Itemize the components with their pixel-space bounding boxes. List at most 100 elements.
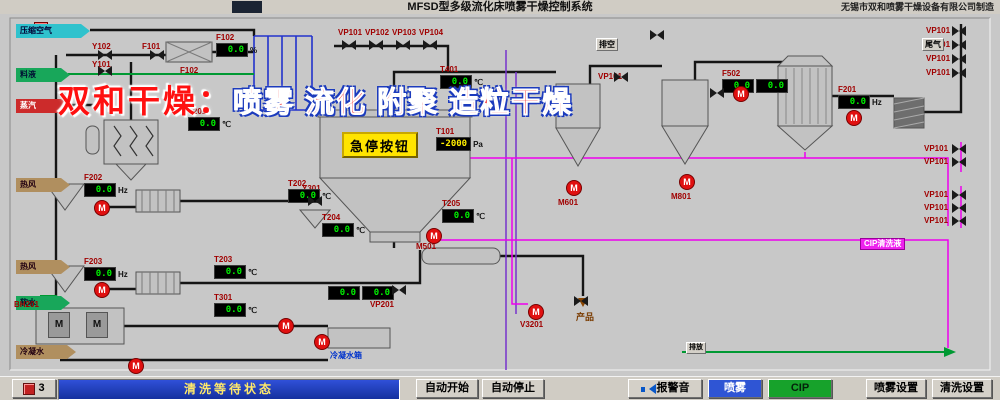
pump-bottom-1[interactable]: M (278, 318, 294, 334)
pipe-violet (505, 50, 517, 370)
valve-vp-top-1-icon[interactable] (342, 40, 356, 50)
flow-arrow-compressed-air: 压缩空气 (16, 24, 90, 38)
valve-right-top-2-icon[interactable] (952, 40, 966, 50)
pump-m801[interactable]: M (679, 174, 695, 190)
condenser-top (776, 55, 834, 67)
pump-f502[interactable]: M (733, 86, 749, 102)
valve-y301-icon[interactable] (308, 196, 322, 206)
valve-label-right-low-2: VP101 (924, 203, 949, 212)
page-grid-icon (23, 382, 36, 395)
drain-label: 排放 (686, 342, 706, 354)
valve-y101-icon[interactable] (98, 66, 112, 76)
display-t401: T401 0.0℃ (440, 65, 483, 89)
pump-label-m501: M501 (416, 242, 437, 251)
page-number: 3 (38, 382, 45, 394)
display-t101-value: -2000 (436, 137, 472, 151)
pump-label-v3201: V3201 (520, 320, 544, 329)
display-f502: F502 0.0 0.0 (722, 70, 788, 93)
emergency-stop-button[interactable]: 急停按钮 (342, 132, 418, 158)
piping-and-equipment-svg (9, 17, 991, 371)
valve-label-vp-top-3: VP103 (392, 28, 417, 37)
valve-y102-icon[interactable] (98, 50, 112, 60)
flow-arrow-condensate: 冷凝水 (16, 345, 76, 359)
valve-right-mid-1-icon[interactable] (952, 144, 966, 154)
display-t201-value: 0.0 (188, 117, 220, 131)
spray-button[interactable]: 喷雾 (708, 379, 762, 398)
pump-condensate[interactable]: M (128, 358, 144, 374)
condenser-cone (776, 125, 834, 151)
green-flow-arrowhead (944, 347, 956, 357)
title-bar: MFSD型多级流化床喷雾干燥控制系统 无锡市双和喷雾干燥设备有限公司制造 (0, 0, 1000, 14)
valve-label-vent: VP101 (598, 72, 623, 81)
valve-f101-icon[interactable] (150, 50, 164, 60)
vent-label: 排空 (596, 38, 618, 51)
flow-arrow-hot-air-2: 热风 (16, 260, 70, 274)
valve-right-top-4-icon[interactable] (952, 68, 966, 78)
display-t203-value: 0.0 (214, 265, 246, 279)
exhaust-filter (893, 97, 925, 129)
page-number-button[interactable]: 3 (12, 379, 56, 398)
valve-label-right-top-4: VP101 (926, 68, 951, 77)
cip-button[interactable]: CIP (768, 379, 832, 398)
auto-start-button[interactable]: 自动开始 (416, 379, 478, 398)
pump-fan-1[interactable]: M (94, 200, 110, 216)
diagram-frame (9, 17, 991, 371)
valve-f502-icon[interactable] (710, 88, 724, 98)
valve-label-vp-top-1: VP101 (338, 28, 363, 37)
display-t301: T301 0.0℃ (214, 293, 257, 317)
equipment-label-heater: F102 (180, 66, 199, 75)
cyclone-2-body (661, 79, 709, 127)
valve-right-top-1-icon[interactable] (952, 26, 966, 36)
valve-vent-stack-icon[interactable] (650, 30, 664, 40)
valve-right-low-1-icon[interactable] (952, 190, 966, 200)
pump-m501[interactable]: M (426, 228, 442, 244)
pump-m601[interactable]: M (566, 180, 582, 196)
manufacturer-text: 无锡市双和喷雾干燥设备有限公司制造 (840, 2, 994, 12)
valve-vp-top-4-icon[interactable] (423, 40, 437, 50)
valve-label-vp-top-4: VP104 (419, 28, 444, 37)
valve-label-y101: Y101 (92, 60, 111, 69)
display-f102: F102 0.0% (216, 33, 258, 57)
scrubber-motor-2[interactable]: M (86, 312, 108, 338)
valve-right-low-3-icon[interactable] (952, 216, 966, 226)
display-t204: T204 0.0℃ (322, 213, 365, 237)
valve-vp-top-2-icon[interactable] (369, 40, 383, 50)
valve-vp-top-3-icon[interactable] (396, 40, 410, 50)
equipment-label-scrubber: BH201 (14, 300, 39, 309)
pump-fan-2[interactable]: M (94, 282, 110, 298)
cyclone-2-cone (661, 125, 709, 165)
alarm-sound-button[interactable]: 报警音 (628, 379, 702, 398)
pump-v3201[interactable]: M (528, 304, 544, 320)
valve-label-f101: F101 (142, 42, 161, 51)
clean-settings-button[interactable]: 清洗设置 (932, 379, 992, 398)
valve-label-right-mid-2: VP101 (924, 157, 949, 166)
tail-gas-label: 尾气 (922, 38, 944, 51)
display-f201-value: 0.0 (838, 95, 870, 109)
spray-settings-button[interactable]: 喷雾设置 (866, 379, 926, 398)
pump-exhaust-fan[interactable]: M (846, 110, 862, 126)
flow-arrow-hot-air-1: 热风 (16, 178, 70, 192)
valve-right-low-2-icon[interactable] (952, 203, 966, 213)
valve-vent-icon[interactable] (614, 72, 628, 82)
titlebar-dark-chip (232, 1, 262, 13)
valve-vp201-icon[interactable] (392, 285, 406, 295)
pump-bottom-2[interactable]: M (314, 334, 330, 350)
pump-label-m601: M601 (558, 198, 579, 207)
valve-right-mid-2-icon[interactable] (952, 157, 966, 167)
valve-label-vp-top-2: VP102 (365, 28, 390, 37)
valve-label-right-top-3: VP101 (926, 54, 951, 63)
valve-label-right-mid-1: VP101 (924, 144, 949, 153)
valve-label-right-top-1: VP101 (926, 26, 951, 35)
valve-right-top-3-icon[interactable] (952, 54, 966, 64)
auto-stop-button[interactable]: 自动停止 (482, 379, 544, 398)
valve-product-icon[interactable] (574, 296, 588, 306)
valve-label-right-low-1: VP101 (924, 190, 949, 199)
display-f102-value: 0.0 (216, 43, 248, 57)
scrubber-motor-1[interactable]: M (48, 312, 70, 338)
cip-line-label: CIP清洗液 (860, 238, 906, 250)
display-t204-value: 0.0 (322, 223, 354, 237)
valve-label-vp201: VP201 (369, 300, 394, 309)
